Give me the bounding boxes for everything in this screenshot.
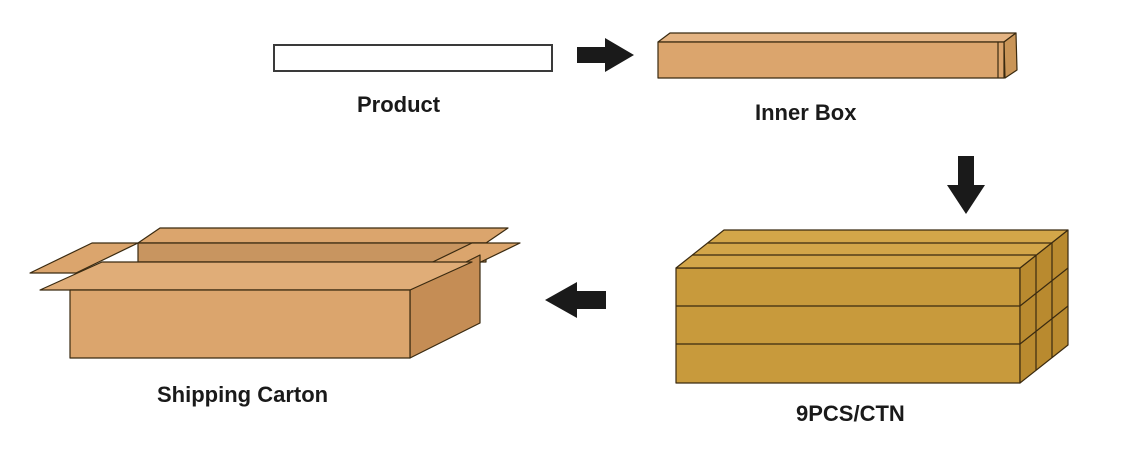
product-label: Product: [357, 92, 441, 117]
open-carton-icon: [29, 227, 521, 359]
arrow-left-icon: [545, 282, 606, 318]
shipping-carton-label: Shipping Carton: [157, 382, 329, 407]
pcs-per-carton-label: 9PCS/CTN: [796, 401, 905, 426]
inner-box-icon: [657, 32, 1018, 79]
inner-box-label: Inner Box: [755, 100, 857, 125]
arrow-right-icon: [577, 38, 634, 72]
carton-stack-icon: [675, 229, 1069, 384]
arrow-down-icon: [947, 156, 985, 214]
product-bar-icon: [273, 44, 553, 72]
